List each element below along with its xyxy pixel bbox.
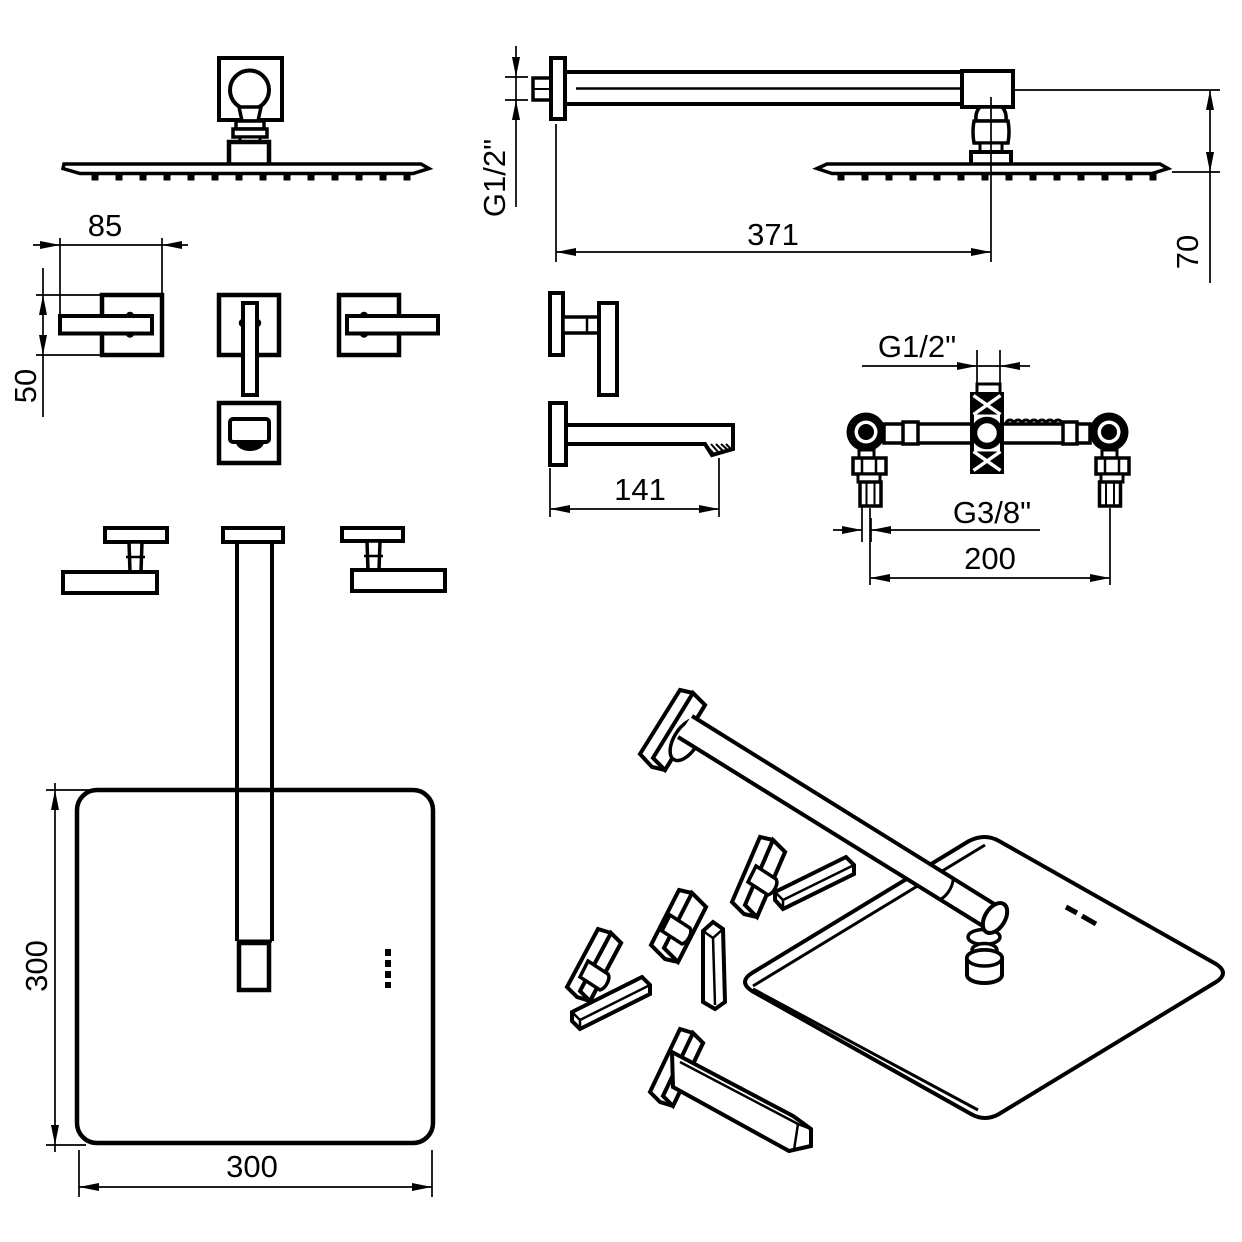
iso-arm-sleeve bbox=[940, 876, 955, 901]
spout-outlet-front bbox=[228, 417, 271, 444]
iso-arm-end-cap bbox=[980, 901, 1010, 935]
valve-tail-right bbox=[1097, 480, 1123, 508]
dim-label-arm-thread: G1/2" bbox=[477, 139, 512, 217]
iso-spout-body bbox=[669, 1048, 813, 1154]
handle-left-plate-top bbox=[103, 526, 169, 544]
dim-70: 70 bbox=[1015, 89, 1220, 283]
dim-arm-thread: G1/2" bbox=[477, 46, 528, 217]
mixer-pipe-collar-left bbox=[901, 420, 920, 446]
dim-label-300-height: 300 bbox=[19, 940, 54, 992]
valve-hex-right bbox=[1094, 456, 1131, 476]
spout-tube-side bbox=[564, 423, 735, 458]
view-trims-front: 85 50 bbox=[8, 208, 440, 466]
iso-handle-c-lever bbox=[570, 974, 652, 1032]
dim-mixer-outlet-thread: G1/2" bbox=[862, 329, 1030, 392]
head-mount-block bbox=[226, 139, 272, 168]
dim-label-371: 371 bbox=[747, 217, 799, 252]
valve-hex-left bbox=[851, 456, 888, 476]
view-arm-side: G1/2" 371 70 bbox=[477, 46, 1220, 283]
dim-mixer-inlet-thread: G3/8" bbox=[833, 495, 1040, 542]
lever-middle bbox=[241, 301, 259, 397]
iso-arm-tube bbox=[677, 715, 1000, 929]
dim-300-height: 300 bbox=[19, 783, 95, 1152]
handle-wallplate-side bbox=[548, 291, 565, 357]
iso-brand-mark-1 bbox=[1064, 904, 1079, 916]
dim-371: 371 bbox=[555, 97, 992, 262]
ball-joint-sphere bbox=[228, 68, 271, 112]
dim-141: 141 bbox=[549, 458, 720, 517]
dim-label-300-width: 300 bbox=[226, 1149, 278, 1184]
iso-brand-mark-2 bbox=[1080, 913, 1098, 927]
dim-200: 200 bbox=[869, 508, 1111, 585]
arm-end-block bbox=[960, 69, 1015, 109]
spout-aerator bbox=[236, 442, 264, 451]
head-plate-side bbox=[60, 162, 434, 176]
handle-lever-side bbox=[597, 301, 619, 397]
view-head-top: 300 300 bbox=[19, 526, 447, 1197]
dim-50: 50 bbox=[8, 268, 100, 417]
view-showerhead-side bbox=[60, 56, 434, 181]
handle-right-plate-top bbox=[340, 526, 405, 543]
mixer-pipe-collar-right bbox=[1061, 420, 1079, 446]
valve-tail-left bbox=[858, 480, 883, 508]
iso-handle-a-lever bbox=[773, 854, 856, 912]
dim-85: 85 bbox=[33, 208, 188, 314]
arm-wall-flange bbox=[549, 56, 567, 121]
view-isometric bbox=[564, 687, 1225, 1154]
dim-label-mixer-inlet: G3/8" bbox=[953, 495, 1031, 530]
spout-wallplate-side bbox=[548, 401, 568, 467]
dim-label-70: 70 bbox=[1170, 235, 1205, 269]
mixer-pipe-left bbox=[882, 422, 974, 445]
handle-right-lever-top bbox=[350, 568, 447, 593]
iso-plate-thickness-bottom bbox=[752, 987, 979, 1112]
nozzle-teeth-right bbox=[837, 173, 1157, 181]
arm-joint-top bbox=[236, 940, 272, 993]
dim-label-50: 50 bbox=[8, 369, 43, 403]
head-plate-side-right bbox=[812, 162, 1173, 176]
handle-stem-side bbox=[561, 315, 601, 335]
arm-flange-top bbox=[221, 526, 285, 544]
view-mixer-body: G1/2" G3/8" 200 bbox=[833, 329, 1131, 585]
view-spout-side: 141 bbox=[548, 291, 735, 517]
dim-300-width: 300 bbox=[78, 1149, 433, 1197]
iso-handle-c-stem bbox=[577, 958, 611, 992]
mixer-center-port bbox=[970, 416, 1004, 450]
iso-plate-thickness-top bbox=[752, 843, 986, 988]
dim-label-200: 200 bbox=[964, 541, 1016, 576]
handle-left-lever-top bbox=[61, 570, 159, 595]
nozzle-teeth bbox=[91, 173, 411, 181]
lever-left bbox=[58, 314, 154, 336]
dim-label-mixer-outlet: G1/2" bbox=[878, 329, 956, 364]
dim-label-85: 85 bbox=[88, 208, 122, 243]
joint-neck bbox=[236, 105, 264, 123]
lever-right bbox=[345, 314, 440, 336]
iso-handle-a-stem bbox=[745, 863, 779, 897]
spout-outlet-hatch bbox=[705, 443, 733, 455]
mixer-pipe-corrugation bbox=[1004, 418, 1064, 425]
iso-handle-b-stem bbox=[659, 912, 693, 946]
dim-label-141: 141 bbox=[614, 472, 666, 507]
